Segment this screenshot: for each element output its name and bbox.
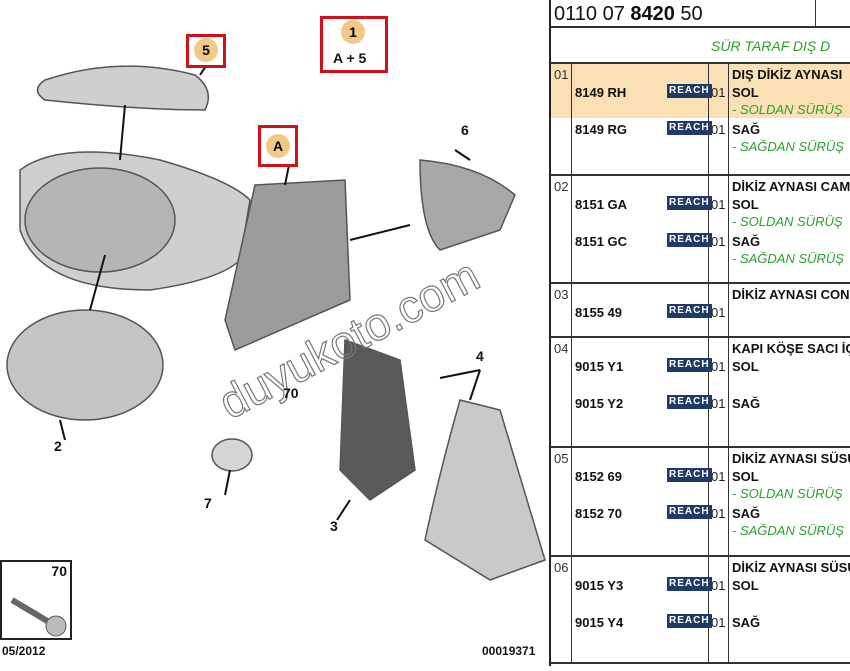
parts-table: 0110 07 8420 50 SÜR TARAF DIŞ D 01 DIŞ Dİ… <box>549 0 850 666</box>
quantity: 01 <box>711 396 726 411</box>
part-number[interactable]: 8152 70 <box>575 506 622 521</box>
part-number[interactable]: 8151 GA <box>575 197 628 212</box>
part-description: KAPI KÖŞE SACI İÇ <box>732 341 850 356</box>
mirror-glass-inner <box>24 167 176 273</box>
diagram-code: 00019371 <box>482 644 536 658</box>
reach-badge: REACH <box>667 304 712 318</box>
corner-plate-part-4 <box>424 399 546 581</box>
part-number[interactable]: 9015 Y3 <box>575 578 624 593</box>
part-description: DİKİZ AYNASI CAM <box>732 179 850 194</box>
part-number[interactable]: 8151 GC <box>575 234 628 249</box>
part-description: DİKİZ AYNASI SÜSÜ <box>732 451 850 466</box>
driving-side-note: - SAĞDAN SÜRÜŞ <box>732 523 844 538</box>
callout-a-plus-5: A + 5 <box>333 50 367 66</box>
cap-part-7 <box>211 438 253 472</box>
part-number[interactable]: 8155 49 <box>575 305 622 320</box>
reach-badge: REACH <box>667 196 712 210</box>
row-number: 01 <box>554 67 569 82</box>
callout-7: 7 <box>204 495 212 511</box>
reach-badge: REACH <box>667 505 712 519</box>
part-number[interactable]: 8149 RG <box>575 122 628 137</box>
exploded-parts-diagram: duyukoto.com 1 A + 5 5 A 6 2 70 4 7 3 70… <box>0 16 546 658</box>
row-number: 04 <box>554 341 569 356</box>
side-label: SOL <box>732 359 759 374</box>
side-label: SOL <box>732 469 759 484</box>
part-number[interactable]: 8149 RH <box>575 85 627 100</box>
quantity: 01 <box>711 85 726 100</box>
side-label: SAĞ <box>732 506 761 521</box>
reach-badge: REACH <box>667 233 712 247</box>
driving-side-note: - SOLDAN SÜRÜŞ <box>732 486 843 501</box>
driving-side-note: - SAĞDAN SÜRÜŞ <box>732 251 844 266</box>
mirror-base-part-A <box>224 179 351 352</box>
callout-4: 4 <box>476 348 484 364</box>
callout-2: 2 <box>54 438 62 454</box>
corner-trim-part-3 <box>339 338 416 501</box>
date-label: 05/2012 <box>2 644 46 658</box>
mirror-cap-part-5 <box>36 65 210 111</box>
part-description: DİKİZ AYNASI SÜSÜ <box>732 560 850 575</box>
part-number[interactable]: 9015 Y4 <box>575 615 624 630</box>
callout-70: 70 <box>283 385 299 401</box>
quantity: 01 <box>711 506 726 521</box>
quantity: 01 <box>711 197 726 212</box>
part-number[interactable]: 8152 69 <box>575 469 622 484</box>
driving-side-note: - SAĞDAN SÜRÜŞ <box>732 139 844 154</box>
mirror-illustration: duyukoto.com <box>6 59 546 581</box>
quantity: 01 <box>711 578 726 593</box>
table-subtitle: SÜR TARAF DIŞ D <box>711 38 831 54</box>
side-label: SAĞ <box>732 234 761 249</box>
row-number: 05 <box>554 451 569 466</box>
row-number: 06 <box>554 560 569 575</box>
reach-badge: REACH <box>667 614 712 628</box>
part-description: DİKİZ AYNASI CON <box>732 287 850 302</box>
side-label: SOL <box>732 197 759 212</box>
part-number[interactable]: 9015 Y1 <box>575 359 624 374</box>
quantity: 01 <box>711 305 726 320</box>
reach-badge: REACH <box>667 577 712 591</box>
mirror-glass-part-2 <box>6 309 164 421</box>
screw-inset: 70 <box>0 560 72 640</box>
callout-a: A <box>266 134 290 158</box>
quantity: 01 <box>711 234 726 249</box>
quantity: 01 <box>711 122 726 137</box>
row-number: 02 <box>554 179 569 194</box>
quantity: 01 <box>711 359 726 374</box>
driving-side-note: - SOLDAN SÜRÜŞ <box>732 102 843 117</box>
callout-6: 6 <box>461 122 469 138</box>
row-number: 03 <box>554 287 569 302</box>
reach-badge: REACH <box>667 395 712 409</box>
callout-5: 5 <box>194 38 218 62</box>
callout-3: 3 <box>330 518 338 534</box>
part-description: DIŞ DİKİZ AYNASI <box>732 67 843 82</box>
side-label: SAĞ <box>732 122 761 137</box>
part-number[interactable]: 9015 Y2 <box>575 396 624 411</box>
side-label: SAĞ <box>732 615 761 630</box>
reach-badge: REACH <box>667 121 712 135</box>
callout-1: 1 <box>341 20 365 44</box>
reference-number: 0110 07 8420 50 <box>554 3 703 25</box>
quantity: 01 <box>711 615 726 630</box>
mirror-trim-part-6 <box>419 159 516 251</box>
driving-side-note: - SOLDAN SÜRÜŞ <box>732 214 843 229</box>
screw-callout: 70 <box>51 563 67 579</box>
reach-badge: REACH <box>667 358 712 372</box>
reach-badge: REACH <box>667 84 712 98</box>
reach-badge: REACH <box>667 468 712 482</box>
callout-box-assembly <box>320 16 388 73</box>
screw-icon <box>10 597 67 637</box>
quantity: 01 <box>711 469 726 484</box>
side-label: SOL <box>732 578 759 593</box>
side-label: SAĞ <box>732 396 761 411</box>
side-label: SOL <box>732 85 759 100</box>
